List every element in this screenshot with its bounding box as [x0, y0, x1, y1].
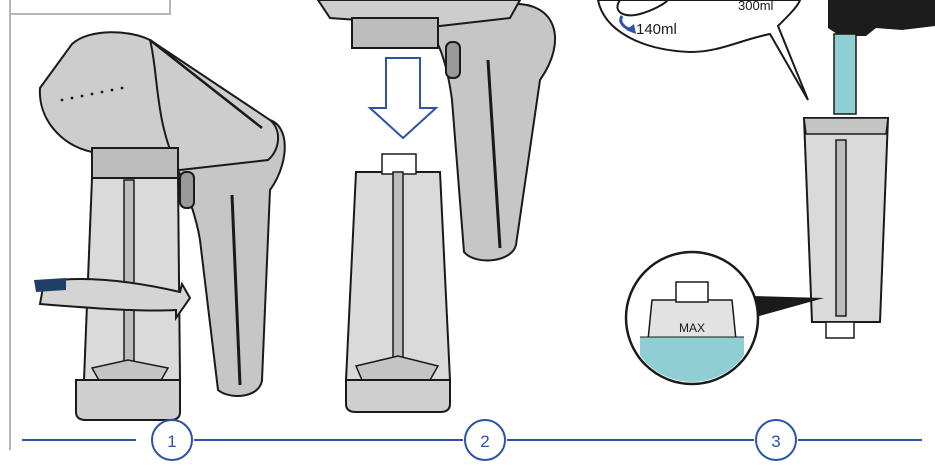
step-number-2: 2	[480, 432, 489, 451]
panel-frame	[9, 0, 171, 450]
water-tap	[828, 0, 935, 36]
water-stream	[833, 33, 857, 115]
step3-fill-tank	[596, 0, 935, 386]
max-fill-label: MAX	[679, 321, 705, 335]
step-number-1: 1	[167, 432, 176, 451]
step-progress-line: 1 2 3	[22, 419, 922, 461]
step-number-3: 3	[771, 432, 780, 451]
volume-label-300ml: 300ml	[738, 0, 774, 13]
zoom-water-level	[640, 337, 744, 382]
volume-callout-bubble	[596, 0, 809, 101]
step1-steamer-assembled	[34, 31, 286, 421]
volume-label-140ml: 140ml	[636, 21, 677, 38]
twist-arrow-icon	[38, 278, 192, 322]
down-arrow-icon	[367, 57, 439, 140]
step-marker-2: 2	[464, 419, 506, 461]
step2-steamer-detached	[316, 0, 556, 413]
step-marker-3: 3	[755, 419, 797, 461]
step-marker-1: 1	[151, 419, 193, 461]
